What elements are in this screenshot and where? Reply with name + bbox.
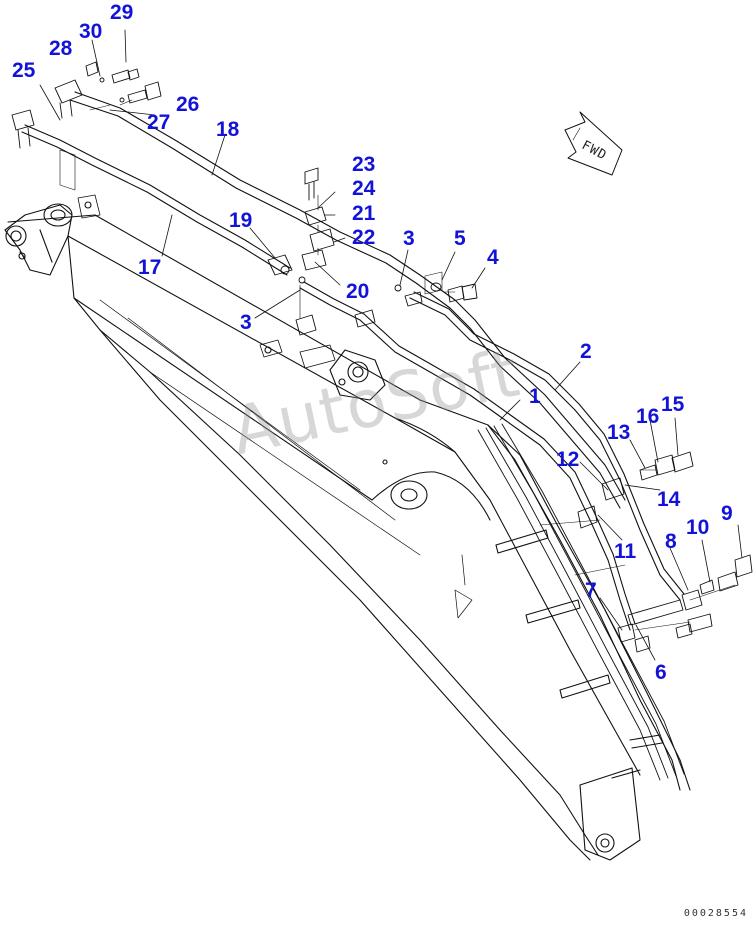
- callout-4[interactable]: 4: [487, 246, 499, 269]
- callout-17[interactable]: 17: [138, 256, 162, 279]
- callout-3b[interactable]: 3: [240, 311, 252, 334]
- boom-head: [4, 194, 101, 276]
- callout-23[interactable]: 23: [352, 153, 376, 176]
- callout-27[interactable]: 27: [147, 111, 171, 134]
- callout-2[interactable]: 2: [580, 340, 592, 363]
- callout-6[interactable]: 6: [655, 661, 667, 684]
- callout-3a[interactable]: 3: [403, 227, 415, 250]
- callout-20[interactable]: 20: [346, 280, 370, 303]
- cylinder-bracket: [259, 339, 386, 401]
- drawing-number: 00028554: [683, 908, 748, 919]
- callout-7[interactable]: 7: [585, 579, 597, 602]
- forward-direction-arrow: [564, 111, 623, 176]
- boom-body: [7, 214, 691, 861]
- callout-25[interactable]: 25: [12, 59, 36, 82]
- callout-12[interactable]: 12: [556, 448, 580, 471]
- callout-15[interactable]: 15: [661, 393, 685, 416]
- callout-24[interactable]: 24: [352, 177, 376, 200]
- callout-10[interactable]: 10: [686, 516, 710, 539]
- callout-1[interactable]: 1: [529, 385, 541, 408]
- callout-30[interactable]: 30: [79, 20, 103, 43]
- callout-8[interactable]: 8: [665, 530, 677, 553]
- callout-22[interactable]: 22: [352, 226, 376, 249]
- clamps-and-fittings: [11, 61, 753, 653]
- callout-9[interactable]: 9: [721, 502, 733, 525]
- callout-28[interactable]: 28: [49, 37, 73, 60]
- callout-16[interactable]: 16: [636, 405, 660, 428]
- callout-13[interactable]: 13: [607, 421, 631, 444]
- callout-5[interactable]: 5: [454, 227, 466, 250]
- callout-19[interactable]: 19: [229, 209, 253, 232]
- callout-29[interactable]: 29: [110, 1, 134, 24]
- callout-11[interactable]: 11: [614, 540, 637, 563]
- callout-21[interactable]: 21: [352, 202, 376, 225]
- callout-18[interactable]: 18: [216, 118, 240, 141]
- pipe-17-18: [21, 91, 685, 631]
- leader-lines: [39, 29, 743, 661]
- callout-26[interactable]: 26: [176, 93, 200, 116]
- callout-14[interactable]: 14: [657, 488, 681, 511]
